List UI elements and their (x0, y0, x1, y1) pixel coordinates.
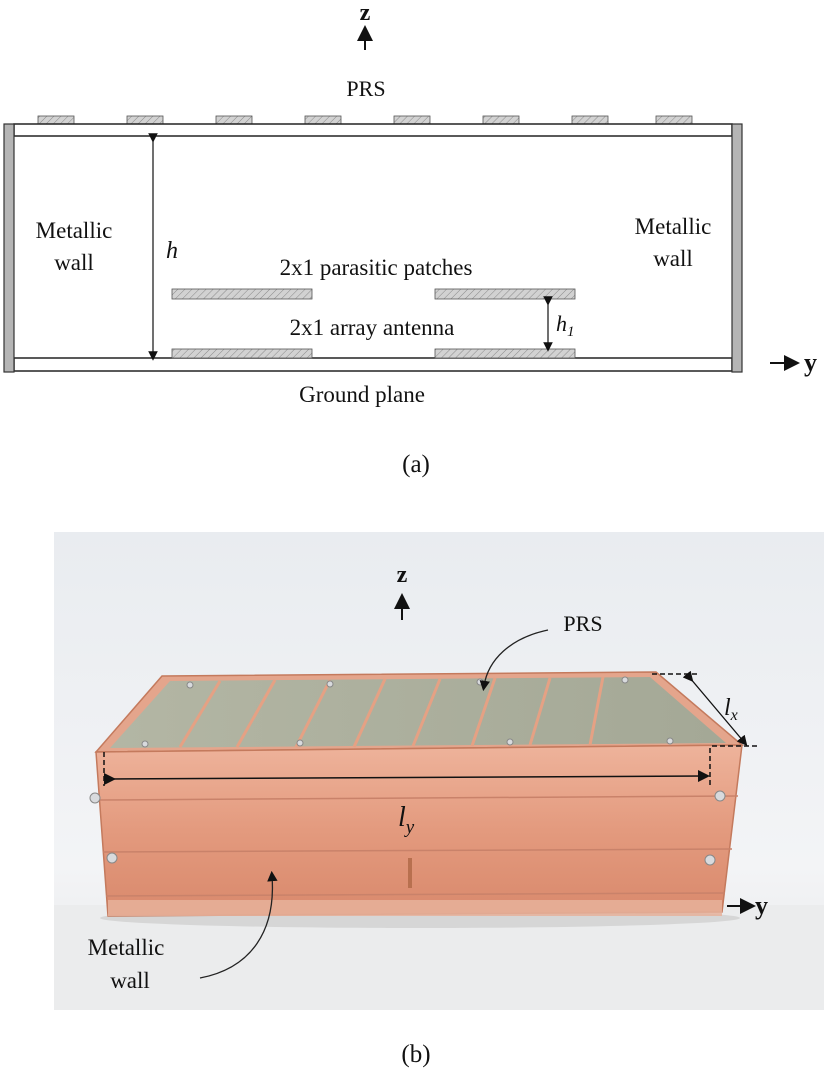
parasitic-patch-right (434, 288, 576, 300)
left-wall-label-line2: wall (54, 250, 94, 275)
screw (714, 790, 726, 802)
parasitic-patch-left (171, 288, 313, 300)
box-front-face (95, 744, 743, 917)
prs-patch (482, 115, 520, 125)
prs-patch (126, 115, 164, 125)
prs-label-b: PRS (563, 611, 602, 636)
array-antenna-label: 2x1 array antenna (290, 315, 455, 340)
panel-a-schematic: z PRS h h1 (3, 0, 817, 478)
axis-y-label: y (804, 348, 817, 377)
prs-strip (470, 677, 497, 747)
screw (296, 739, 304, 747)
screws (89, 676, 726, 866)
lx-dimension-arrow (682, 670, 748, 746)
lx-label: lx (724, 695, 738, 724)
array-patch-right (434, 348, 576, 359)
right-wall-label-line1: Metallic (635, 214, 712, 239)
wall-label-b-line1: Metallic (88, 935, 165, 960)
base-plate (108, 900, 722, 916)
prs-strip (411, 678, 442, 747)
screw (89, 792, 101, 804)
screw (621, 676, 629, 684)
prs-patch (215, 115, 253, 125)
wall-pointer (199, 870, 278, 979)
prs-label: PRS (346, 76, 385, 101)
height-label: h (166, 238, 178, 264)
layer-seam (105, 892, 726, 897)
prs-strip (528, 677, 552, 746)
screw (704, 854, 716, 866)
prs-pointer (479, 629, 549, 692)
axis-z-label: z (360, 0, 371, 26)
ly-dimension-arrow (103, 770, 710, 786)
layer-seam (99, 795, 739, 801)
prs-strips (178, 676, 605, 748)
screw (326, 680, 334, 688)
parasitic-patches-label: 2x1 parasitic patches (280, 255, 473, 280)
right-metallic-wall (731, 123, 743, 373)
feed-slot (408, 858, 412, 888)
prs-strip (294, 679, 332, 748)
ground-plane-substrate (13, 357, 733, 372)
left-metallic-wall (3, 123, 15, 373)
ly-label: ly (398, 802, 415, 838)
prs-substrate (13, 123, 733, 137)
axis-y-label-b: y (755, 891, 768, 920)
prs-patch (393, 115, 431, 125)
prs-surface (110, 677, 726, 748)
prs-strip (588, 676, 605, 746)
prs-strip (178, 680, 222, 748)
layer-seam (102, 848, 733, 853)
panel-b-photo: z PRS lx ly y Metallic wall (b) (54, 532, 824, 1068)
prs-patches (37, 115, 693, 125)
screw (666, 737, 674, 745)
prs-strip (352, 678, 387, 748)
array-patch-left (171, 348, 313, 359)
caption-b: (b) (401, 1041, 430, 1068)
screw (506, 738, 514, 746)
screw (186, 681, 194, 689)
ground-plane-label: Ground plane (299, 382, 425, 407)
wall-label-b-line2: wall (110, 968, 150, 993)
h1-label: h1 (556, 311, 575, 340)
prs-patch (37, 115, 75, 125)
axis-z-label-b: z (397, 562, 408, 588)
screw (141, 740, 149, 748)
right-wall-label-line2: wall (653, 246, 693, 271)
screw (476, 678, 484, 686)
screw (106, 852, 118, 864)
prs-patch (655, 115, 693, 125)
caption-a: (a) (402, 451, 430, 478)
prs-patch (304, 115, 342, 125)
prs-patch (571, 115, 609, 125)
left-wall-label-line1: Metallic (36, 218, 113, 243)
prs-strip (235, 679, 277, 748)
